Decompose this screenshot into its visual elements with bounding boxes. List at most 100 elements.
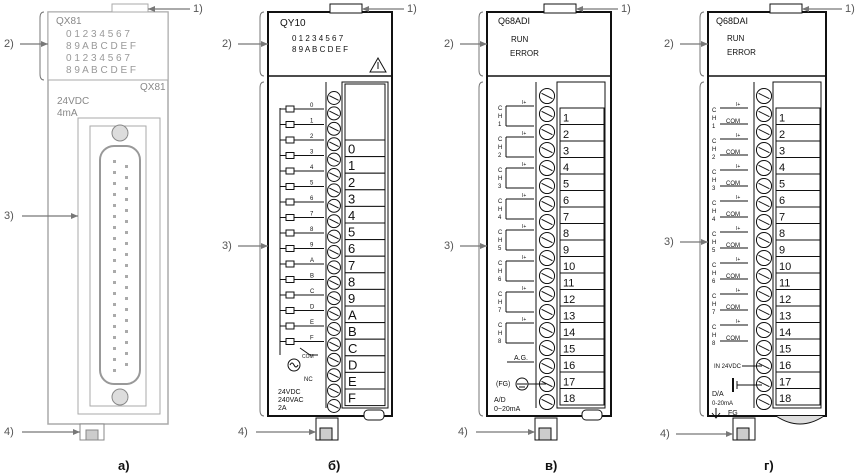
brace: [259, 11, 265, 77]
channel-label: H: [712, 271, 716, 277]
callout-label: 3): [664, 236, 674, 248]
channel-label: 2: [498, 153, 502, 159]
module-q68dai: Q68DAI RUN ERROR 12345678910111213141516…: [707, 3, 827, 441]
callout-label: 4): [458, 426, 468, 438]
screw-icon: [329, 95, 339, 101]
screw-icon: [541, 254, 553, 262]
relay-icon: [285, 136, 295, 144]
latch-hook: [538, 427, 552, 441]
terminal-label: E: [348, 374, 357, 389]
connector-pin: [113, 171, 116, 174]
screw-icon: [329, 203, 339, 209]
screw-icon: [541, 362, 553, 370]
latch-hook: [85, 429, 99, 441]
connector-pin: [125, 176, 128, 179]
screw-icon: [329, 403, 339, 409]
plus-label: I+: [522, 224, 526, 230]
screw-icon: [111, 388, 129, 406]
connector-pin: [125, 363, 128, 366]
callout-arrowhead: [71, 213, 78, 219]
terminal-label: 13: [779, 311, 791, 323]
connector-pin: [113, 204, 116, 207]
rating-text: 2A: [278, 405, 287, 412]
channel-label: 6: [712, 279, 716, 285]
terminal-label: 3: [779, 146, 785, 158]
fg-label: (FG): [496, 381, 510, 388]
channel-label: H: [498, 145, 502, 151]
screw-icon: [541, 308, 553, 316]
connector-pin: [125, 220, 128, 223]
connector-pin: [113, 160, 116, 163]
terminal-label: 1: [563, 113, 569, 125]
led-panel: [47, 11, 169, 81]
connector-pin: [113, 248, 116, 251]
connector-pin: [125, 275, 128, 278]
module-name-top: QX81: [56, 16, 82, 27]
connector-pin: [113, 336, 116, 339]
terminal-label: 7: [779, 212, 785, 224]
terminal-cell: [344, 388, 386, 407]
caption-g: г): [764, 458, 774, 473]
led-row: 0 1 2 3 4 5 6 7: [66, 29, 130, 40]
connector-pin: [113, 347, 116, 350]
screw-icon: [329, 110, 339, 117]
output-label: 4: [310, 165, 314, 171]
rating-text: A/D: [494, 397, 506, 404]
rating-text: D/A: [712, 391, 724, 398]
plus-label: I+: [736, 164, 740, 170]
screw-icon: [329, 233, 339, 240]
channel-label: H: [498, 300, 502, 306]
channel-label: H: [712, 209, 716, 215]
channel-label: H: [498, 176, 502, 182]
connector-pin: [125, 231, 128, 234]
callout-label: 3): [444, 240, 454, 252]
channel-label: H: [498, 114, 502, 120]
screw-icon: [758, 200, 770, 208]
screw-icon: [758, 164, 770, 172]
channel-label: 5: [712, 248, 716, 254]
module-name-top: Q68ADI: [498, 16, 530, 26]
screw-icon: [329, 187, 339, 194]
com-label: COM: [726, 243, 740, 249]
terminal-label: 13: [563, 311, 575, 323]
terminal-label: 0: [348, 142, 355, 157]
screw-icon: [329, 126, 339, 132]
connector-pin: [113, 226, 116, 229]
channel-label: C: [498, 168, 503, 174]
brace: [699, 11, 705, 77]
connector-pin: [113, 325, 116, 328]
terminal-label: 6: [563, 195, 569, 207]
relay-icon: [285, 245, 295, 252]
connector-pin: [125, 264, 128, 267]
channel-label: H: [498, 331, 502, 337]
output-label: 0: [310, 103, 314, 109]
rating-text: 4mA: [57, 108, 78, 119]
terminal-label: 5: [779, 179, 785, 191]
callout-arrowhead: [309, 429, 316, 435]
status-led-run: RUN: [727, 34, 745, 43]
connector-pin: [125, 286, 128, 289]
com-label: COM: [726, 119, 740, 125]
com-label: COM: [302, 354, 314, 360]
led-row: 8 9 A B C D E F: [292, 45, 348, 54]
terminal-label: 4: [563, 162, 569, 174]
top-latch: [769, 3, 803, 14]
screw-icon: [758, 110, 770, 118]
screw-icon: [329, 357, 339, 363]
screw-icon: [758, 272, 770, 280]
plus-label: I+: [522, 100, 526, 106]
channel-label: 1: [498, 122, 502, 128]
output-label: 1: [310, 119, 314, 125]
rating-text: 24VDC: [278, 389, 301, 396]
screw-icon: [329, 341, 339, 348]
output-label: F: [310, 336, 314, 342]
channel-label: C: [712, 108, 717, 114]
screw-icon: [541, 146, 553, 154]
terminal-label: 11: [779, 278, 790, 290]
terminal-label: 8: [348, 274, 355, 289]
connector-pin: [113, 182, 116, 185]
connector-pins: [113, 160, 128, 372]
led-row: 8 9 A B C D E F: [66, 65, 136, 76]
screw-icon: [329, 326, 339, 332]
